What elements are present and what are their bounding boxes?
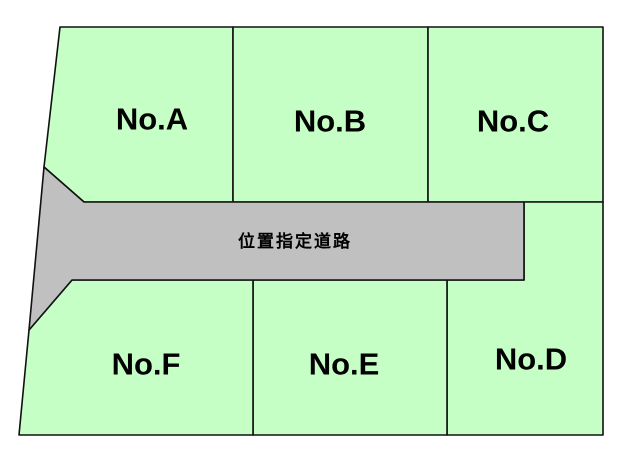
lot-a-label: No.A <box>116 102 188 137</box>
road-label: 位置指定道路 <box>238 231 352 252</box>
lot-e-label: No.E <box>309 347 380 382</box>
lot-d-label: No.D <box>495 342 567 377</box>
designated-road[interactable] <box>28 166 525 331</box>
lot-b-label: No.B <box>294 104 366 139</box>
lot-f-label: No.F <box>112 347 181 382</box>
lot-c-label: No.C <box>477 104 549 139</box>
